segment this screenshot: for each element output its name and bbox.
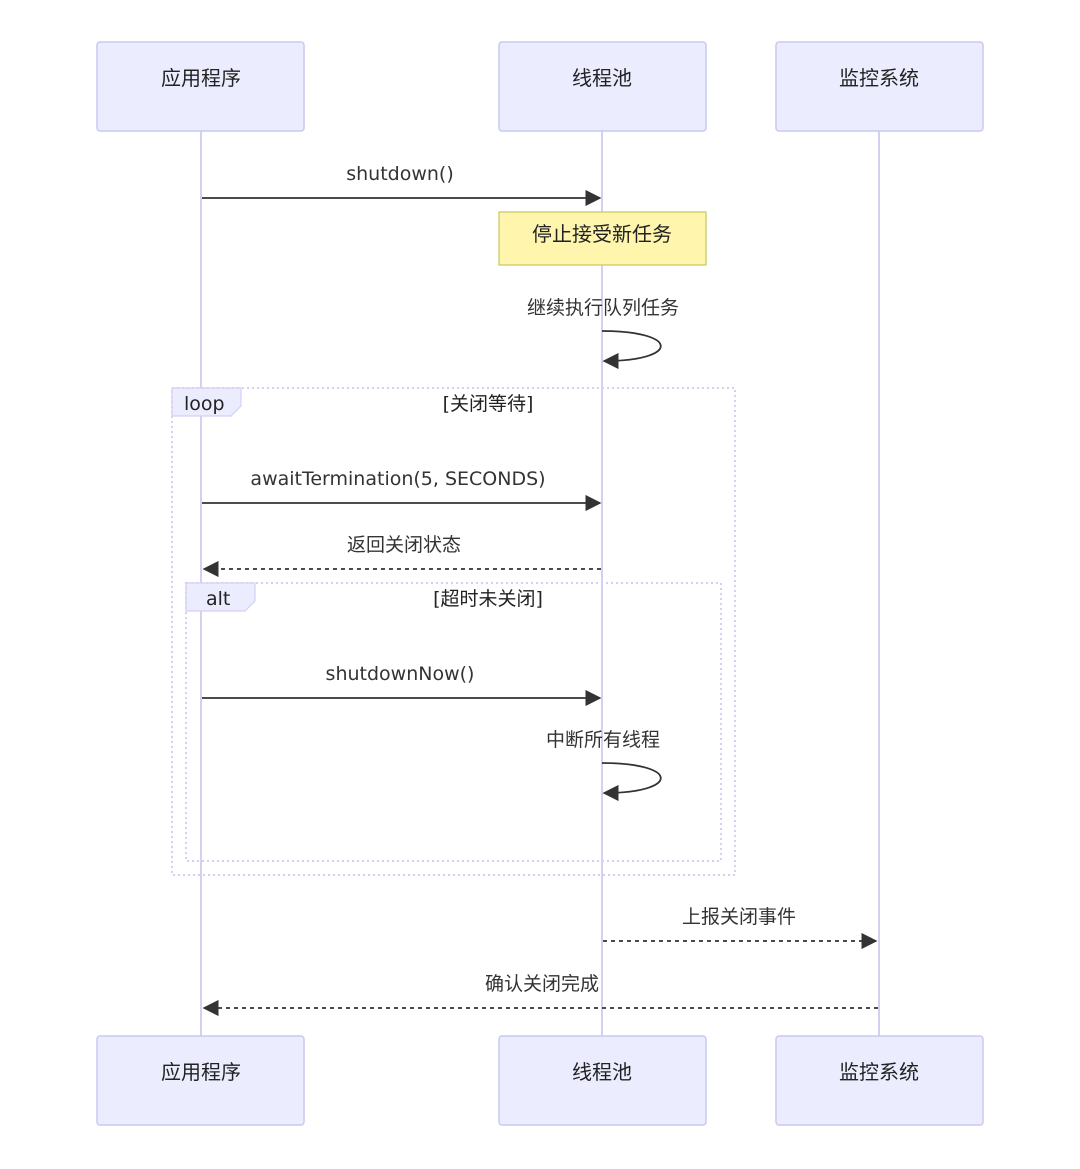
alt-frame: alt [超时未关闭] bbox=[185, 582, 722, 862]
message-continue-queue-label: 继续执行队列任务 bbox=[527, 297, 679, 319]
message-shutdown-now-label: shutdownNow() bbox=[326, 663, 475, 685]
participant-app-top-label: 应用程序 bbox=[161, 66, 241, 90]
participant-pool-top-label: 线程池 bbox=[572, 66, 632, 90]
participant-pool-bottom-label: 线程池 bbox=[572, 1060, 632, 1084]
message-await-termination: awaitTermination(5, SECONDS) bbox=[202, 468, 602, 512]
message-await-termination-label: awaitTermination(5, SECONDS) bbox=[250, 468, 545, 490]
message-return-status-label: 返回关闭状态 bbox=[347, 534, 461, 556]
message-interrupt-threads-label: 中断所有线程 bbox=[546, 729, 660, 751]
participant-app-bottom-label: 应用程序 bbox=[161, 1060, 241, 1084]
message-return-status: 返回关闭状态 bbox=[202, 534, 601, 578]
participant-monitor-top: 监控系统 bbox=[775, 41, 984, 132]
message-confirm-complete-label: 确认关闭完成 bbox=[485, 973, 599, 995]
message-continue-queue: 继续执行队列任务 bbox=[527, 297, 679, 370]
message-confirm-complete: 确认关闭完成 bbox=[202, 973, 878, 1017]
alt-frame-condition: [超时未关闭] bbox=[433, 588, 543, 610]
loop-frame: loop [关闭等待] bbox=[171, 387, 736, 876]
participant-monitor-top-label: 监控系统 bbox=[839, 66, 919, 90]
message-report-event-label: 上报关闭事件 bbox=[682, 906, 796, 928]
participant-monitor-bottom-label: 监控系统 bbox=[839, 1060, 919, 1084]
participant-app-top: 应用程序 bbox=[96, 41, 305, 132]
message-shutdown: shutdown() bbox=[202, 163, 602, 207]
participant-monitor-bottom: 监控系统 bbox=[775, 1035, 984, 1126]
participant-app-bottom: 应用程序 bbox=[96, 1035, 305, 1126]
participant-pool-bottom: 线程池 bbox=[498, 1035, 707, 1126]
message-shutdown-label: shutdown() bbox=[346, 163, 454, 185]
note-stop-accepting: 停止接受新任务 bbox=[498, 211, 707, 266]
note-text: 停止接受新任务 bbox=[532, 222, 672, 246]
message-report-event: 上报关闭事件 bbox=[603, 906, 878, 950]
loop-frame-keyword: loop bbox=[184, 393, 225, 415]
message-shutdown-now: shutdownNow() bbox=[202, 663, 602, 707]
loop-frame-condition: [关闭等待] bbox=[443, 393, 534, 415]
alt-frame-keyword: alt bbox=[206, 588, 230, 610]
participant-pool-top: 线程池 bbox=[498, 41, 707, 132]
message-interrupt-threads: 中断所有线程 bbox=[546, 729, 662, 802]
